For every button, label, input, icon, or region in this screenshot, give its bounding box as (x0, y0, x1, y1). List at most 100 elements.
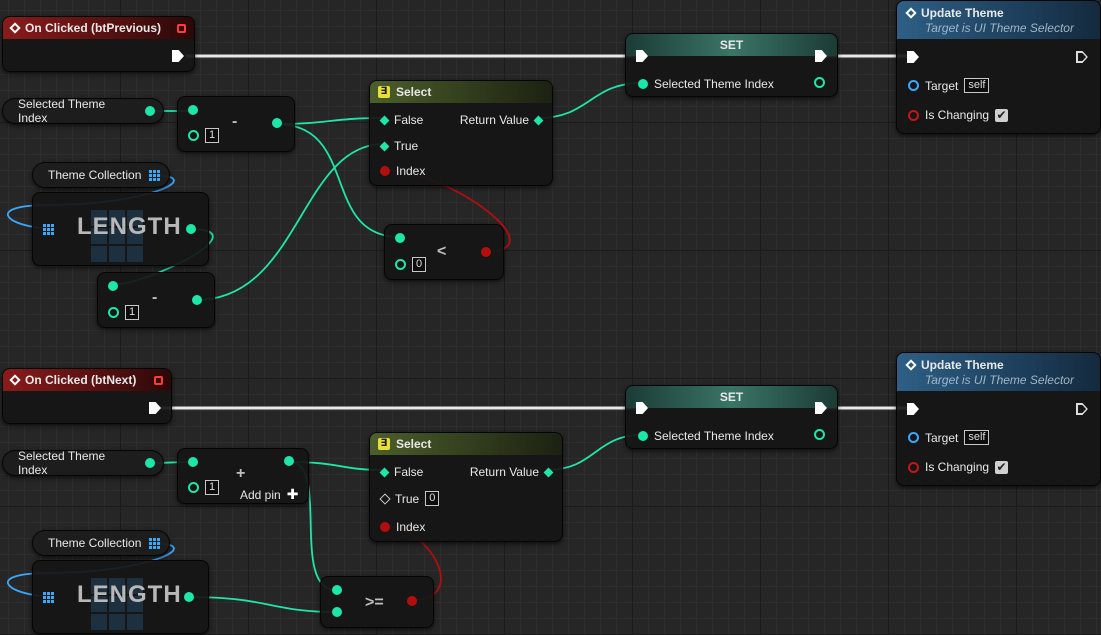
int-pin-icon[interactable] (145, 458, 155, 468)
array-grid-icon[interactable] (43, 592, 54, 603)
exec-out-pin[interactable] (1076, 403, 1088, 415)
exec-in-pin[interactable] (907, 403, 919, 415)
event-node-btprevious[interactable]: On Clicked (btPrevious) (2, 16, 195, 72)
is-changing-pin[interactable]: Is Changing✔ (908, 107, 1009, 122)
array-grid-icon[interactable] (149, 169, 161, 181)
delegate-pin-icon[interactable] (177, 23, 186, 33)
add-pin-button[interactable]: Add pin✚ (240, 486, 298, 503)
output-pin[interactable] (481, 247, 491, 257)
var-selected-theme-index[interactable]: Selected Theme Index (2, 449, 164, 477)
bool-pin-icon (407, 596, 417, 606)
true-pin[interactable]: True (379, 139, 418, 153)
input-pin-a[interactable] (188, 105, 198, 115)
op-label: - (152, 289, 158, 306)
int-pin-icon (186, 224, 196, 234)
value-box[interactable]: 1 (205, 480, 220, 495)
exec-out-pin[interactable] (815, 50, 827, 62)
input-pin-b[interactable]: 0 (395, 257, 427, 272)
delegate-pin-icon[interactable] (154, 375, 163, 385)
target-value[interactable]: self (964, 78, 990, 93)
exec-out-pin[interactable] (815, 402, 827, 414)
set-node[interactable]: SET Selected Theme Index (625, 385, 838, 449)
exec-in-pin[interactable] (636, 402, 648, 414)
select-node[interactable]: ∃ Select False True Index Return Value (369, 80, 553, 186)
exec-in-pin[interactable] (636, 50, 648, 62)
update-theme-node[interactable]: Update Theme Target is UI Theme Selector… (896, 0, 1101, 134)
set-node[interactable]: SET Selected Theme Index (625, 33, 838, 97)
input-pin-a[interactable] (108, 281, 118, 291)
int-pin-icon (638, 431, 648, 441)
target-value[interactable]: self (964, 430, 990, 445)
checkbox-icon[interactable]: ✔ (995, 107, 1009, 122)
int-pin-icon (272, 118, 282, 128)
value-out-pin[interactable] (814, 77, 825, 88)
value-out-pin[interactable] (814, 429, 825, 440)
input-pin-b[interactable]: 1 (188, 480, 220, 495)
var-theme-collection[interactable]: Theme Collection (32, 530, 170, 556)
var-theme-collection[interactable]: Theme Collection (32, 162, 170, 188)
wire-int (195, 143, 385, 301)
event-diamond-icon (9, 22, 21, 34)
is-changing-label: Is Changing (925, 460, 990, 474)
add-node[interactable]: 1 + Add pin✚ (177, 448, 309, 504)
select-title: Select (396, 85, 432, 99)
index-pin[interactable]: Index (380, 520, 425, 534)
compare-gte-node[interactable]: >= (320, 576, 434, 628)
exec-out-pin[interactable] (149, 402, 161, 414)
subtract-node-b[interactable]: 1 - (97, 272, 215, 328)
output-pin[interactable] (186, 224, 196, 234)
update-theme-node[interactable]: Update Theme Target is UI Theme Selector… (896, 352, 1101, 486)
var-label: Theme Collection (48, 536, 142, 550)
set-pin-label: Selected Theme Index (654, 429, 774, 443)
output-pin[interactable] (192, 295, 202, 305)
exec-out-pin[interactable] (172, 50, 184, 62)
false-pin[interactable]: False (379, 113, 423, 127)
true-value[interactable]: 0 (425, 491, 440, 506)
input-pin-a[interactable] (332, 585, 342, 595)
event-node-btnext[interactable]: On Clicked (btNext) (2, 368, 172, 424)
int-pin-icon (395, 233, 405, 243)
return-pin[interactable]: Return Value (460, 113, 544, 127)
checkbox-icon[interactable]: ✔ (995, 459, 1009, 474)
array-grid-icon[interactable] (43, 224, 54, 235)
value-box[interactable]: 0 (412, 257, 427, 272)
int-pin-icon (284, 456, 294, 466)
input-pin-b[interactable]: 1 (188, 128, 220, 143)
value-box[interactable]: 1 (125, 305, 140, 320)
output-pin[interactable] (272, 118, 282, 128)
function-header: Update Theme Target is UI Theme Selector (897, 1, 1100, 39)
exec-in-pin[interactable] (907, 51, 919, 63)
false-pin[interactable]: False (379, 465, 423, 479)
length-node[interactable]: LENGTH (32, 560, 209, 634)
subtract-node[interactable]: 1 - (177, 96, 295, 152)
exec-out-pin[interactable] (1076, 51, 1088, 63)
output-pin[interactable] (407, 596, 417, 606)
var-selected-theme-index[interactable]: Selected Theme Index (2, 97, 164, 125)
op-label: < (437, 243, 447, 260)
select-title: Select (396, 437, 432, 451)
event-title: On Clicked (btPrevious) (25, 21, 162, 35)
input-pin-a[interactable] (188, 457, 198, 467)
input-pin-b[interactable] (332, 607, 342, 617)
index-label: Index (396, 164, 426, 178)
compare-less-node[interactable]: 0 < (384, 224, 504, 280)
bool-pin-icon (481, 247, 491, 257)
input-pin-a[interactable] (395, 233, 405, 243)
array-grid-icon[interactable] (149, 537, 161, 549)
output-pin[interactable] (284, 456, 294, 466)
value-box[interactable]: 1 (205, 128, 220, 143)
input-pin-b[interactable]: 1 (108, 305, 140, 320)
index-pin[interactable]: Index (380, 164, 425, 178)
int-pin-icon[interactable] (145, 106, 155, 116)
value-in-pin[interactable]: Selected Theme Index (638, 77, 774, 91)
length-node[interactable]: LENGTH (32, 192, 209, 266)
return-pin[interactable]: Return Value (470, 465, 554, 479)
output-pin[interactable] (184, 592, 194, 602)
is-changing-pin[interactable]: Is Changing ✔ (908, 459, 1009, 474)
value-in-pin[interactable]: Selected Theme Index (638, 429, 774, 443)
wildcard-pin-icon (543, 467, 554, 477)
